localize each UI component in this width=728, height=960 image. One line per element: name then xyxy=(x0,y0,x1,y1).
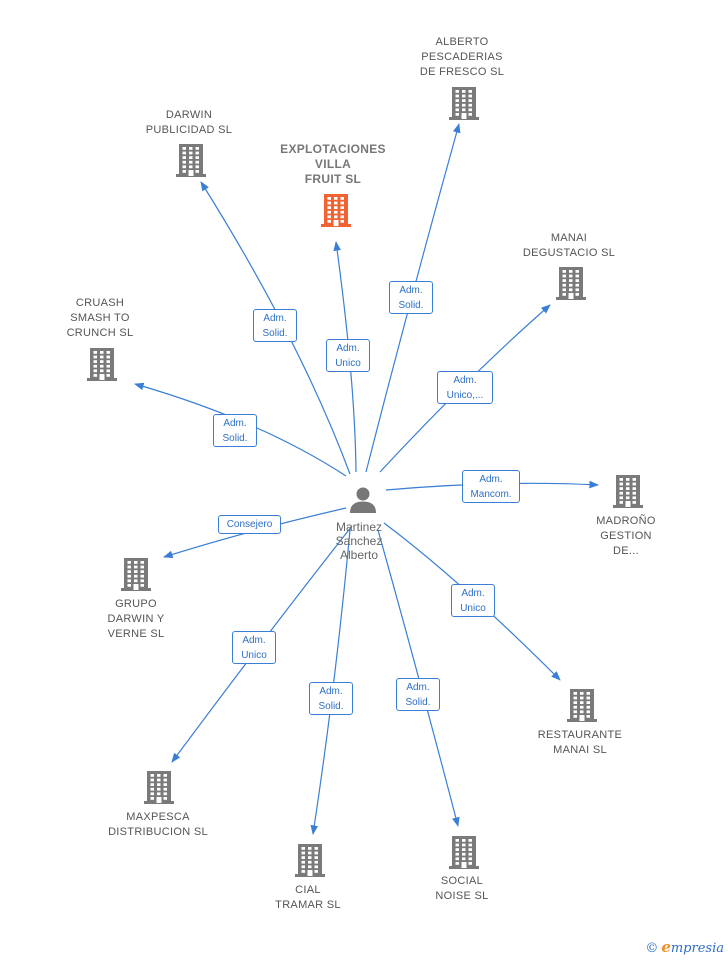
company-label: MADROÑO GESTION DE... xyxy=(596,515,656,557)
edge-label-manai-degustacio[interactable]: Adm. Unico,... xyxy=(437,371,493,404)
edge-label-grupo-darwin[interactable]: Consejero xyxy=(218,515,281,534)
company-label: RESTAURANTE MANAI SL xyxy=(537,729,623,756)
building-icon xyxy=(556,267,586,300)
building-icon xyxy=(87,348,117,381)
edge-label-maxpesca[interactable]: Adm. Unico xyxy=(232,631,276,664)
company-label: ALBERTO PESCADERIAS DE FRESCO SL xyxy=(419,36,505,78)
person-icon xyxy=(350,487,376,513)
edge-label-alberto-pescaderias[interactable]: Adm. Solid. xyxy=(389,281,433,314)
company-label: CIAL TRAMAR SL xyxy=(275,884,341,911)
building-icon xyxy=(176,144,206,177)
building-icon xyxy=(144,771,174,804)
edge-label-restaurante-manai[interactable]: Adm. Unico xyxy=(451,584,495,617)
company-label: GRUPO DARWIN Y VERNE SL xyxy=(107,598,165,640)
edge-label-social-noise[interactable]: Adm. Solid. xyxy=(396,678,440,711)
empresia-logo[interactable]: ©empresia xyxy=(645,938,724,956)
edge-label-madrono[interactable]: Adm. Mancom. xyxy=(462,470,520,503)
building-icon xyxy=(295,844,325,877)
building-icon xyxy=(449,836,479,869)
building-icon xyxy=(613,475,643,508)
edge-label-explotaciones[interactable]: Adm. Unico xyxy=(326,339,370,372)
edge-label-darwin-publicidad[interactable]: Adm. Solid. xyxy=(253,309,297,342)
building-icon xyxy=(567,689,597,722)
edge-label-cruash[interactable]: Adm. Solid. xyxy=(213,414,257,447)
building-icon xyxy=(321,194,351,227)
person-name: Martinez Sanchez Alberto xyxy=(335,520,383,562)
company-label: MAXPESCA DISTRIBUCION SL xyxy=(108,811,208,838)
company-label: DARWIN PUBLICIDAD SL xyxy=(145,109,233,136)
building-icon xyxy=(449,87,479,120)
company-label: MANAI DEGUSTACIO SL xyxy=(522,232,616,259)
company-label: SOCIAL NOISE SL xyxy=(435,875,489,902)
building-icon xyxy=(121,558,151,591)
company-label: CRUASH SMASH TO CRUNCH SL xyxy=(66,297,134,339)
edge-label-cial-tramar[interactable]: Adm. Solid. xyxy=(309,682,353,715)
company-label: EXPLOTACIONES VILLA FRUIT SL xyxy=(280,142,386,186)
